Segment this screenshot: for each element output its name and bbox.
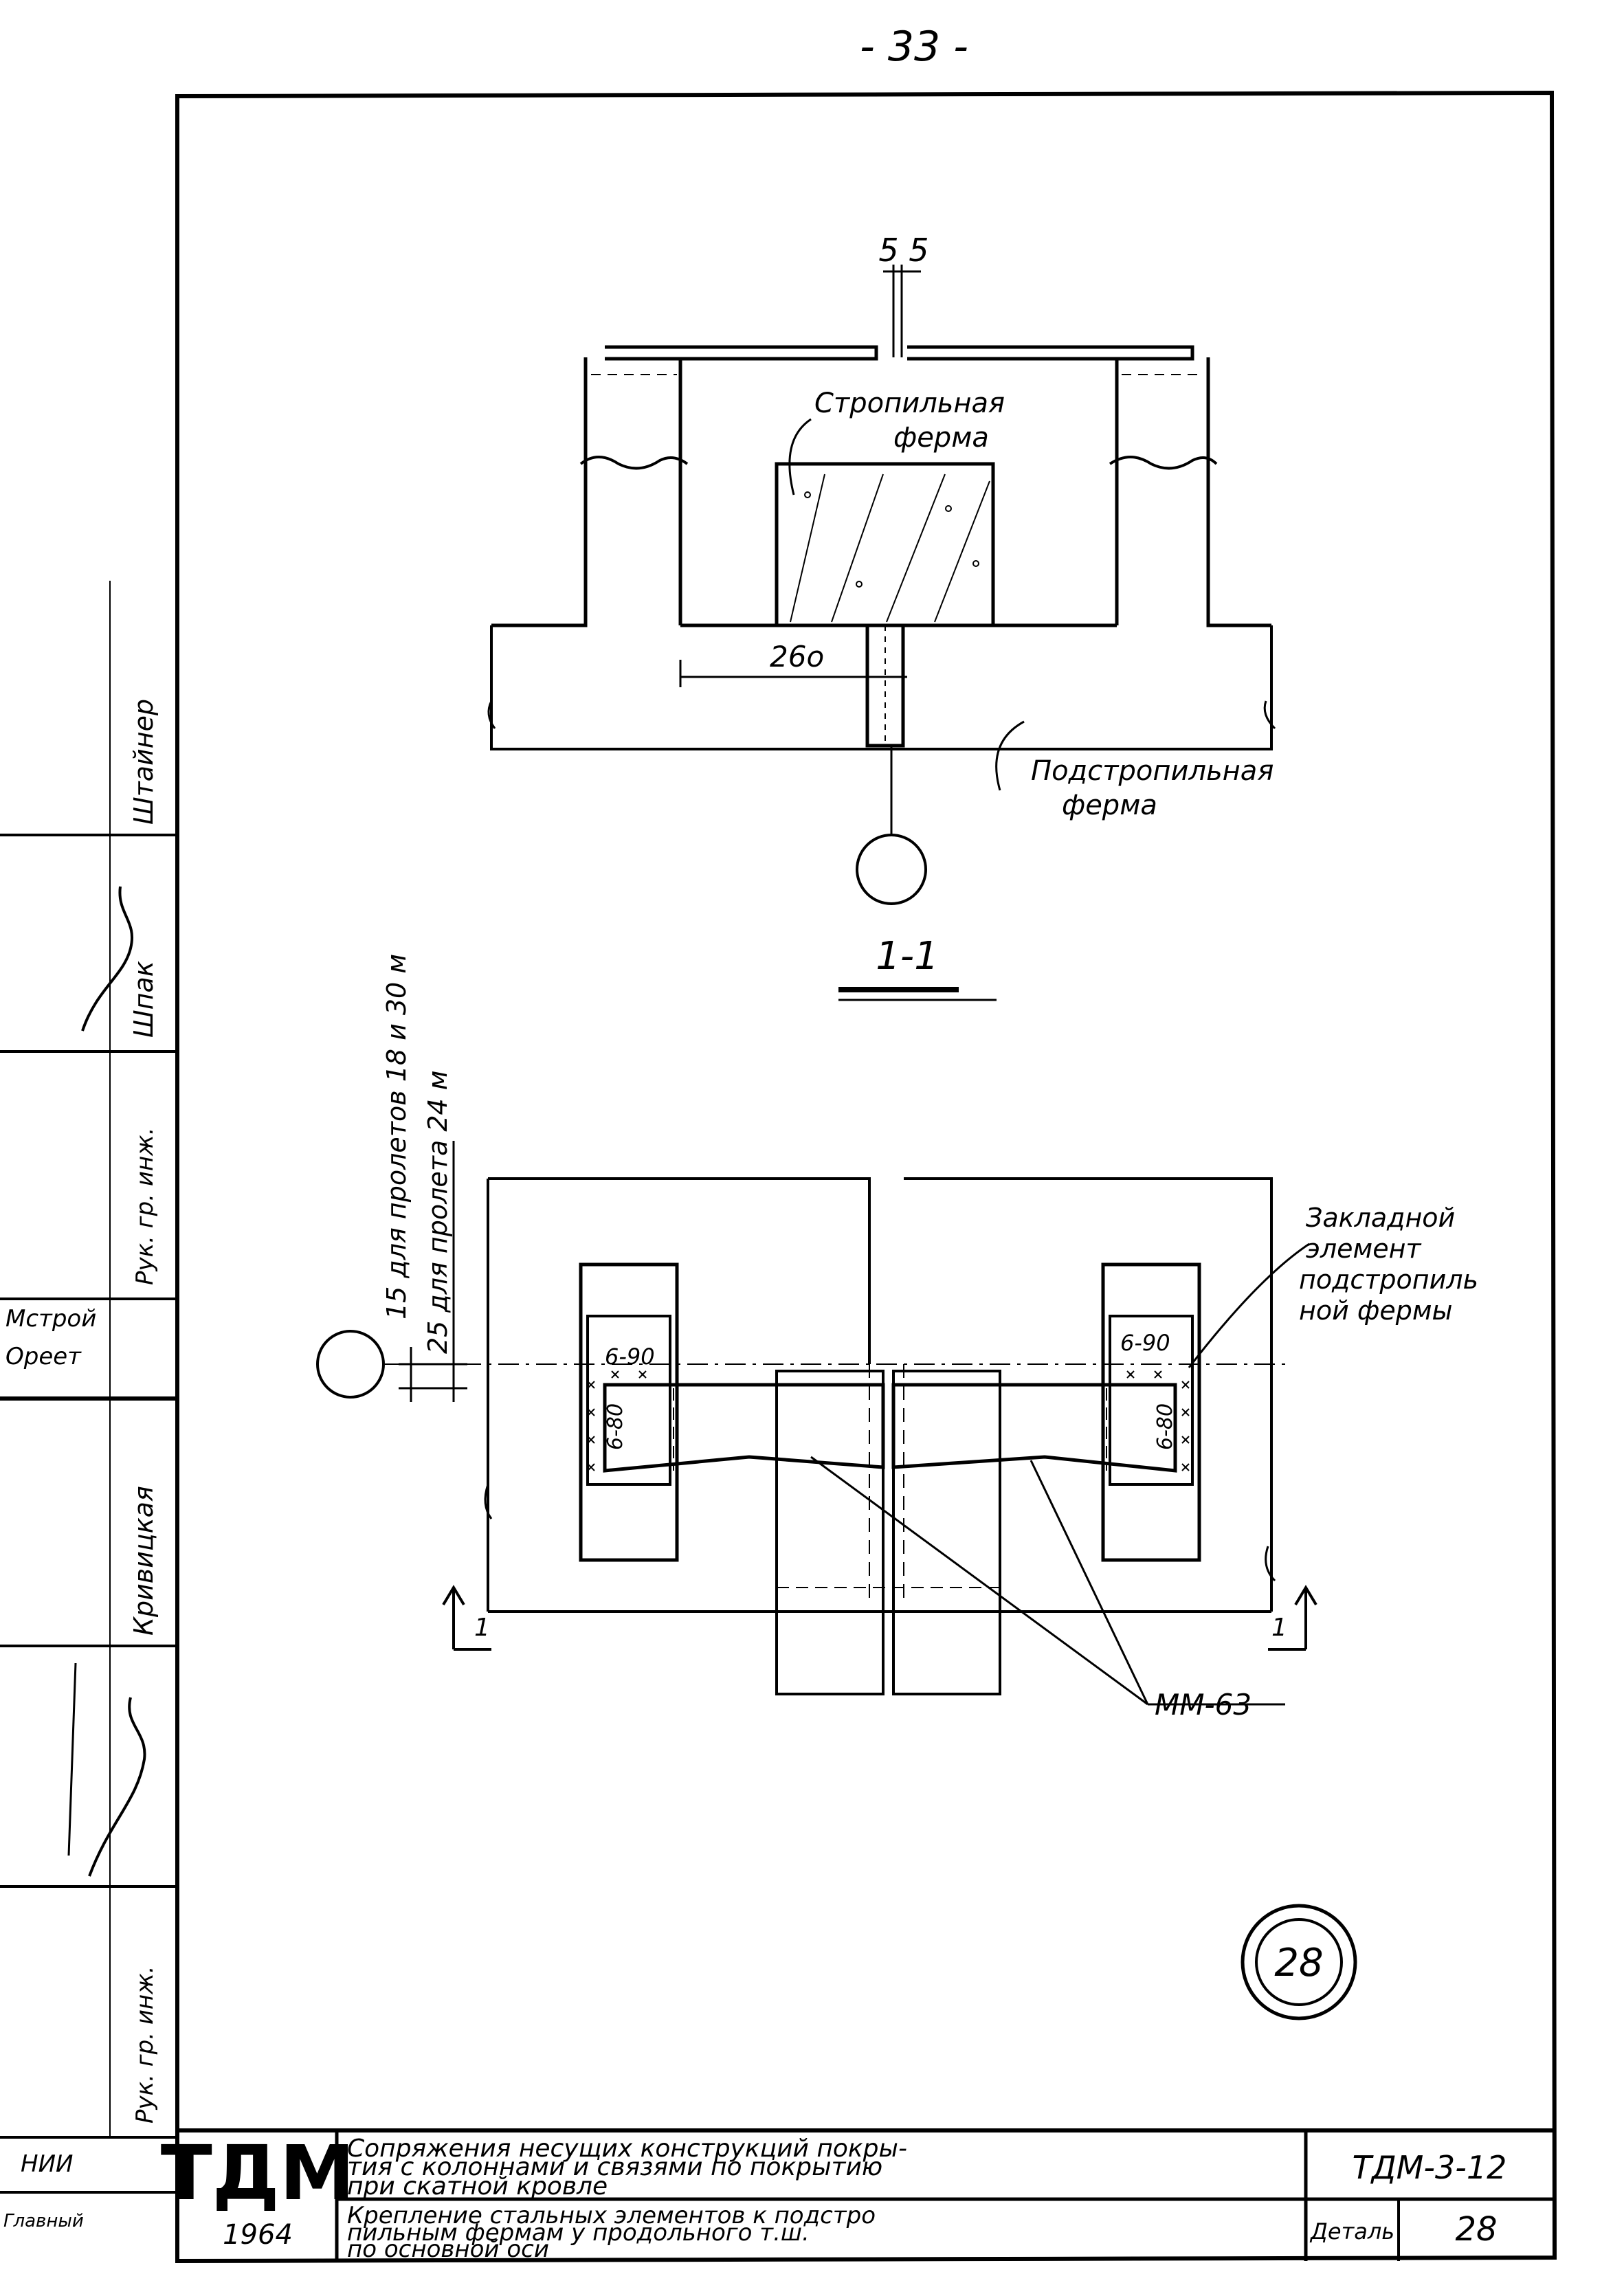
- stamp-cell-7: Рук. гр. инж.: [131, 1965, 159, 2124]
- stamp-cell-4: Мстрой: [5, 1305, 96, 1333]
- weld-side-left: 6-80: [603, 1403, 627, 1450]
- signature-3: [67, 1662, 77, 1856]
- plan-drawing: 15 для пролетов 18 и 30 м 25 для пролета…: [316, 954, 1478, 1722]
- svg-text:Рук. гр. инж.: Рук. гр. инж.: [131, 1127, 159, 1285]
- weld-top-left: 6-90: [605, 1344, 655, 1370]
- subtitle-line-3: по основной оси: [347, 2236, 549, 2263]
- stamp-cell-6: Кривицкая: [129, 1486, 159, 1636]
- logo: ТДМ: [161, 2129, 355, 2217]
- section-top-mark: 5 5: [878, 232, 928, 269]
- subtitle-line-1: Крепление стальных элементов к подстро: [347, 2202, 876, 2229]
- weld-side-right: 6-80: [1153, 1403, 1177, 1450]
- stamp-cell-9: Главный: [3, 2211, 84, 2231]
- label-rafter-truss-1: Стропильная: [814, 388, 1005, 419]
- weld-top-right: 6-90: [1120, 1330, 1170, 1356]
- label-embedded-2: элемент: [1306, 1234, 1422, 1264]
- detail-number: 28: [1455, 2210, 1497, 2249]
- weld-marks-left: [587, 1370, 647, 1471]
- section-mark-left: 1: [474, 1614, 490, 1642]
- title-line-3: при скатной кровле: [347, 2172, 608, 2201]
- label-embedded-4: ной фермы: [1299, 1295, 1453, 1326]
- title-block: ТДМ 1964 Сопряжения несущих конструкций …: [161, 2128, 1555, 2263]
- stamp-cell-8: НИИ: [21, 2150, 73, 2178]
- side-stamp: Штайнер Шпак Рук. гр. инж. Мстрой Ореет …: [0, 581, 179, 2261]
- title-line-1: Сопряжения несущих конструкций покры-: [347, 2135, 907, 2163]
- stamp-cell-5: Ореет: [5, 1343, 82, 1370]
- stamp-cell-1: Штайнер: [129, 699, 159, 825]
- signature-1: [81, 886, 133, 1032]
- svg-text:Рук. гр. инж.: Рук. гр. инж.: [131, 1965, 159, 2124]
- dim-text-1: 15 для пролетов 18 и 30 м: [381, 954, 412, 1319]
- svg-text:6-80: 6-80: [603, 1403, 627, 1450]
- label-embedded-3: подстропиль: [1299, 1265, 1478, 1295]
- label-sub-truss-1: Подстропильная: [1031, 755, 1273, 787]
- signature-2: [88, 1697, 146, 1877]
- svg-text:Шпак: Шпак: [129, 961, 159, 1038]
- label-sub-truss-2: ферма: [1062, 790, 1157, 821]
- label-rafter-truss-2: ферма: [893, 422, 989, 454]
- section-title: 1-1: [876, 934, 938, 979]
- svg-text:Штайнер: Штайнер: [129, 699, 159, 825]
- svg-text:28: 28: [1274, 1941, 1323, 1985]
- title-line-2: тия с колоннами и связями по покрытию: [347, 2153, 882, 2181]
- page-number: - 33 -: [860, 23, 968, 71]
- axis-marker-left: [316, 1330, 385, 1399]
- subtitle-line-2: пильным фермам у продольного т.ш.: [347, 2219, 810, 2247]
- svg-text:25 для пролета 24 м: 25 для пролета 24 м: [423, 1071, 453, 1354]
- stamp-cell-2: Шпак: [129, 961, 159, 1038]
- label-embedded-1: Закладной: [1306, 1203, 1455, 1233]
- section-1-1-drawing: 5 5: [487, 232, 1276, 1001]
- year: 1964: [223, 2219, 293, 2251]
- dim-text-2: 25 для пролета 24 м: [423, 1071, 453, 1354]
- axis-marker-top: [856, 834, 927, 905]
- svg-text:Кривицкая: Кривицкая: [129, 1486, 159, 1636]
- weld-marks-right: [1126, 1370, 1190, 1471]
- detail-mark: 28: [1241, 1904, 1357, 2020]
- drawing-code: ТДМ-3-12: [1353, 2149, 1507, 2186]
- svg-text:15 для пролетов 18 и 30 м: 15 для пролетов 18 и 30 м: [381, 954, 412, 1319]
- section-mark-right: 1: [1271, 1614, 1287, 1642]
- dim-260: 26о: [770, 640, 824, 673]
- svg-text:6-80: 6-80: [1153, 1403, 1177, 1450]
- stamp-cell-3: Рук. гр. инж.: [131, 1127, 159, 1285]
- detail-label: Деталь: [1309, 2218, 1394, 2245]
